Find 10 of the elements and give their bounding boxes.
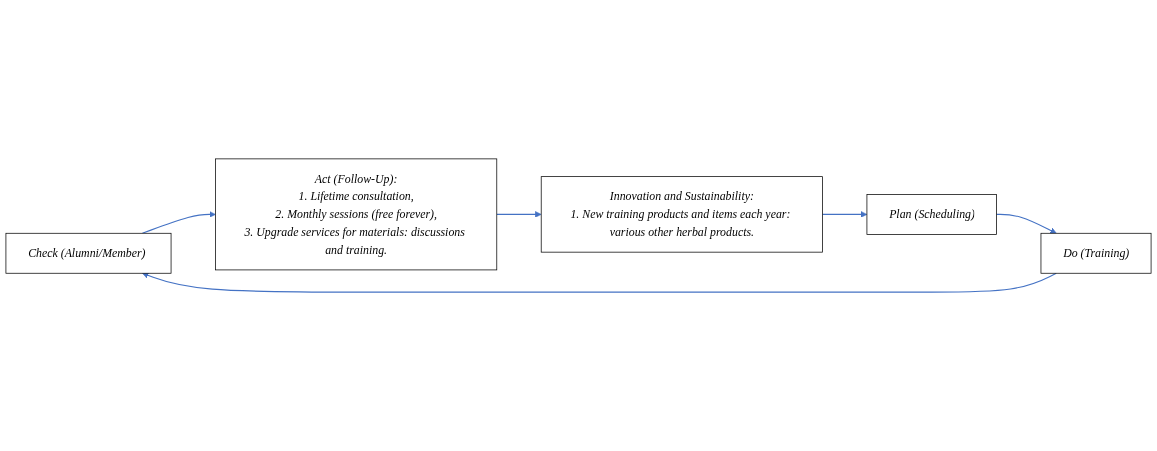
node-box: Check (Alumni/Member) xyxy=(5,232,172,274)
node-box: Act (Follow-Up): 1. Lifetime consultation, 2. Monthly sessions (free forever), 3. Upgrade services for materials: discussions and training. xyxy=(215,158,498,271)
arrow xyxy=(142,272,1057,293)
node-box: Innovation and Sustainability: 1. New training products and items each year: various other herbal products. xyxy=(540,176,823,253)
arrow xyxy=(821,211,868,218)
arrow xyxy=(496,211,542,218)
arrow xyxy=(996,213,1057,234)
arrow xyxy=(141,211,216,234)
node-box: Plan (Scheduling) xyxy=(866,194,997,235)
node-box: Do (Training) xyxy=(1040,232,1152,274)
